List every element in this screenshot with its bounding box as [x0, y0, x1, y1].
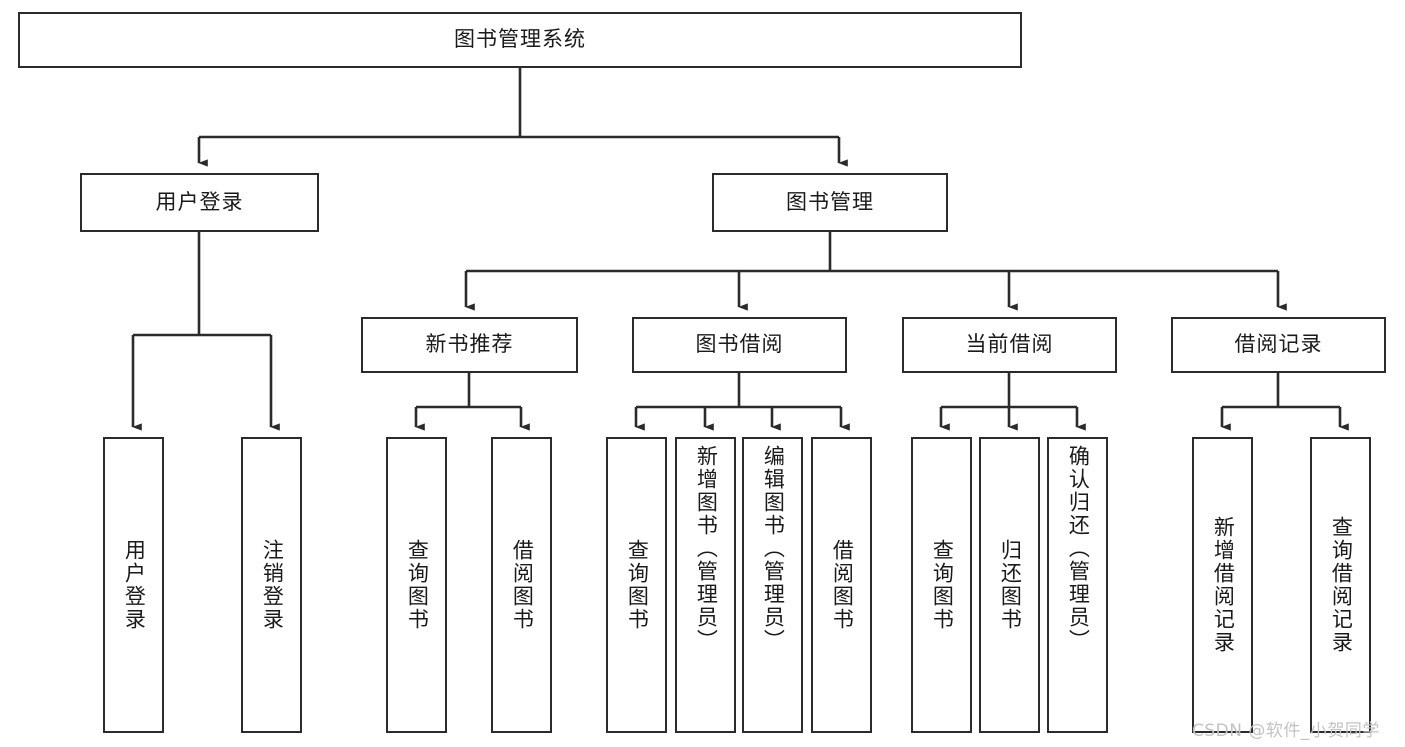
node-current-borrow[interactable]: 当前借阅 [902, 317, 1117, 373]
leaf-query-book[interactable]: 查询图书 [606, 437, 667, 733]
node-borrow-record[interactable]: 借阅记录 [1171, 317, 1386, 373]
node-book-borrow[interactable]: 图书借阅 [632, 317, 847, 373]
leaf-add-borrow-record[interactable]: 新增借阅记录 [1192, 437, 1253, 733]
node-label: 编辑图书（管理员） [761, 445, 786, 652]
node-label: 归还图书 [998, 539, 1023, 631]
node-label: 图书借阅 [695, 332, 784, 357]
leaf-query-borrow-record[interactable]: 查询借阅记录 [1310, 437, 1371, 733]
leaf-edit-book-admin[interactable]: 编辑图书（管理员） [742, 437, 803, 733]
node-root-system[interactable]: 图书管理系统 [18, 12, 1022, 68]
leaf-confirm-return-admin[interactable]: 确认归还（管理员） [1047, 437, 1108, 733]
node-label: 借阅图书 [510, 539, 535, 631]
node-label: 图书管理 [786, 189, 874, 214]
leaf-return-book[interactable]: 归还图书 [979, 437, 1040, 733]
node-label: 注销登录 [260, 539, 285, 631]
node-label: 确认归还（管理员） [1066, 445, 1091, 652]
leaf-logout[interactable]: 注销登录 [241, 437, 302, 733]
node-label: 查询借阅记录 [1329, 516, 1354, 654]
node-label: 用户登录 [155, 189, 244, 214]
node-book-manage[interactable]: 图书管理 [712, 173, 948, 232]
node-label: 新增借阅记录 [1211, 516, 1236, 654]
node-label: 查询图书 [405, 539, 430, 631]
node-new-book-recommend[interactable]: 新书推荐 [361, 317, 578, 373]
leaf-query-book-recommend[interactable]: 查询图书 [386, 437, 447, 733]
leaf-borrow-book-recommend[interactable]: 借阅图书 [491, 437, 552, 733]
leaf-add-book-admin[interactable]: 新增图书（管理员） [675, 437, 736, 733]
node-label: 借阅记录 [1234, 332, 1323, 357]
node-label: 新书推荐 [425, 332, 514, 357]
node-user-login[interactable]: 用户登录 [80, 173, 319, 232]
node-label: 查询图书 [625, 539, 650, 631]
node-label: 用户登录 [122, 539, 147, 631]
node-label: 图书管理系统 [454, 27, 586, 52]
node-label: 借阅图书 [830, 539, 855, 631]
node-label: 新增图书（管理员） [694, 445, 719, 652]
leaf-query-book-current[interactable]: 查询图书 [911, 437, 972, 733]
leaf-user-login[interactable]: 用户登录 [103, 437, 164, 733]
leaf-borrow-book[interactable]: 借阅图书 [811, 437, 872, 733]
node-label: 查询图书 [930, 539, 955, 631]
node-label: 当前借阅 [965, 332, 1054, 357]
csdn-watermark: CSDN @软件_小贺同学 [1192, 721, 1380, 741]
